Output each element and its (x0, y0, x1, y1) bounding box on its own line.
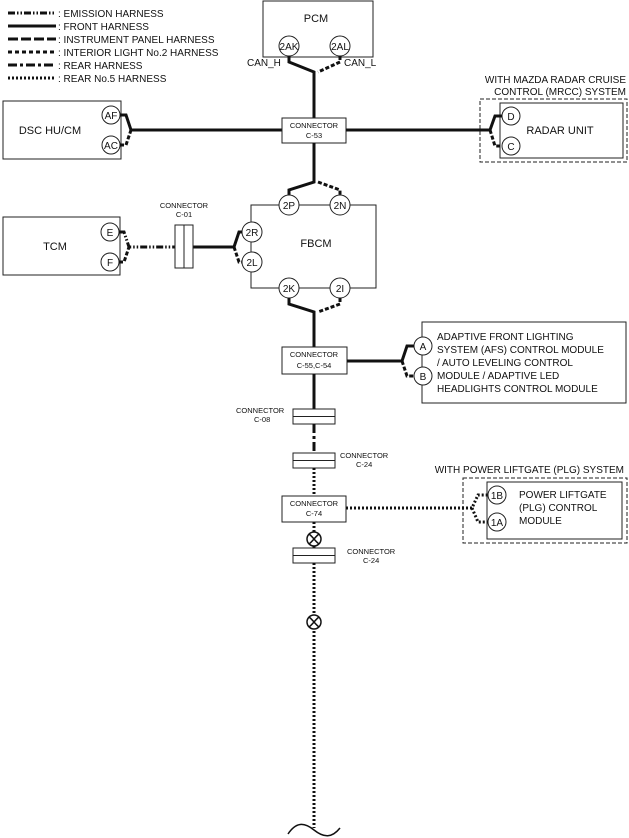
radar-note-2: CONTROL (MRCC) SYSTEM (494, 87, 626, 98)
fbcm-pin-2p (278, 194, 300, 216)
plg-line-3: MODULE (519, 516, 562, 527)
connector-c24b-word: CONNECTOR (347, 547, 396, 556)
legend-front-label: : FRONT HARNESS (58, 22, 149, 33)
connector-c53-id: C-53 (306, 131, 322, 140)
connector-c74-id: C-74 (306, 509, 322, 518)
afs-line-4: MODULE / ADAPTIVE LED (437, 371, 559, 382)
legend-instrument-label: : INSTRUMENT PANEL HARNESS (58, 35, 215, 46)
afs-wires (347, 344, 414, 378)
connector-c55: CONNECTOR C-55,C-54 (281, 346, 348, 375)
tcm-name: TCM (43, 241, 67, 253)
plg-wires (346, 493, 488, 524)
tcm-module: TCM E F (2, 216, 121, 276)
dsc-wires (120, 113, 282, 147)
plg-module: WITH POWER LIFTGATE (PLG) SYSTEM 1B 1A P… (435, 465, 628, 544)
radar-wires (346, 114, 502, 148)
legend: : EMISSION HARNESS : FRONT HARNESS : INS… (8, 9, 219, 85)
tcm-wires (119, 230, 242, 264)
radar-pin-c (501, 136, 521, 156)
afs-pin-b (413, 366, 433, 386)
radar-module: WITH MAZDA RADAR CRUISE CONTROL (MRCC) S… (479, 75, 628, 163)
connector-c01-id: C-01 (176, 210, 192, 219)
legend-interior-label: : INTERIOR LIGHT No.2 HARNESS (58, 48, 219, 59)
fbcm-pin-2p-label: 2P (283, 201, 296, 212)
twisted-pair-icon (306, 614, 322, 630)
dsc-pin-af-label: AF (105, 111, 118, 122)
c53-fbcm-wires (287, 143, 342, 196)
fbcm-name: FBCM (300, 238, 331, 250)
connector-c08: CONNECTOR C-08 (236, 406, 336, 425)
connector-c74-word: CONNECTOR (290, 499, 339, 508)
fbcm-pin-2r-label: 2R (246, 228, 259, 239)
radar-pin-c-label: C (507, 142, 514, 153)
connector-c55-id: C-55,C-54 (297, 361, 332, 370)
fbcm-pin-2n (329, 194, 351, 216)
connector-c24b-id: C-24 (363, 556, 379, 565)
radar-note-1: WITH MAZDA RADAR CRUISE (485, 75, 626, 86)
fbcm-pin-2n-label: 2N (334, 201, 347, 212)
fbcm-pin-2k-label: 2K (283, 284, 296, 295)
fbcm-pin-2l-label: 2L (246, 258, 258, 269)
fbcm-pin-2i-label: 2I (336, 284, 344, 295)
connector-c24a-id: C-24 (356, 460, 372, 469)
connector-c01: CONNECTOR C-01 (160, 201, 209, 269)
can-l-label: CAN_L (344, 58, 377, 69)
legend-rear5-label: : REAR No.5 HARNESS (58, 74, 167, 85)
plg-pin-1b (487, 485, 507, 505)
afs-line-5: HEADLIGHTS CONTROL MODULE (437, 384, 598, 395)
plg-line-1: POWER LIFTGATE (519, 490, 607, 501)
plg-pin-1a-label: 1A (491, 518, 504, 529)
plg-line-2: (PLG) CONTROL (519, 503, 598, 514)
plg-pin-1b-label: 1B (491, 491, 504, 502)
pcm-wires (287, 56, 342, 118)
fbcm-module: FBCM 2P 2N 2R 2L 2K 2I (241, 194, 377, 299)
connector-c08-word: CONNECTOR (236, 406, 285, 415)
radar-name: RADAR UNIT (526, 125, 594, 137)
dsc-name: DSC HU/CM (19, 125, 81, 137)
afs-line-1: ADAPTIVE FRONT LIGHTING (437, 332, 574, 343)
afs-module: A B ADAPTIVE FRONT LIGHTING SYSTEM (AFS)… (413, 321, 627, 404)
connector-c24-upper: CONNECTOR C-24 (292, 451, 389, 469)
connector-c08-id: C-08 (254, 415, 270, 424)
afs-line-3: / AUTO LEVELING CONTROL (437, 358, 573, 369)
dsc-pin-ac-label: AC (104, 141, 118, 152)
radar-pin-d-label: D (507, 112, 514, 123)
dsc-module: DSC HU/CM AF AC (2, 100, 122, 160)
afs-pin-a-label: A (420, 342, 427, 353)
legend-emission-label: : EMISSION HARNESS (58, 9, 164, 20)
afs-pin-b-label: B (420, 372, 427, 383)
pcm-pin-2ak-label: 2AK (280, 42, 299, 53)
connector-c53-word: CONNECTOR (290, 121, 339, 130)
connector-c74: CONNECTOR C-74 (281, 495, 347, 523)
tcm-pin-e-label: E (107, 228, 114, 239)
afs-line-2: SYSTEM (AFS) CONTROL MODULE (437, 345, 604, 356)
connector-c53: CONNECTOR C-53 (281, 117, 347, 144)
pcm-name: PCM (304, 13, 328, 25)
plg-note: WITH POWER LIFTGATE (PLG) SYSTEM (435, 465, 624, 476)
connector-c24-lower: CONNECTOR C-24 (292, 547, 396, 565)
connector-c01-word: CONNECTOR (160, 201, 209, 210)
connector-c24a-word: CONNECTOR (340, 451, 389, 460)
can-h-label: CAN_H (247, 58, 281, 69)
pcm-module: PCM 2AK 2AL CAN_H CAN_L (247, 0, 377, 69)
pcm-pin-2al-label: 2AL (331, 42, 349, 53)
legend-rear-label: : REAR HARNESS (58, 61, 143, 72)
fbcm-c55-wires (287, 298, 342, 347)
twisted-pair-icon (306, 531, 322, 547)
wire-break-icon (287, 823, 341, 837)
tcm-pin-f-label: F (107, 258, 113, 269)
connector-c55-word: CONNECTOR (290, 350, 339, 359)
